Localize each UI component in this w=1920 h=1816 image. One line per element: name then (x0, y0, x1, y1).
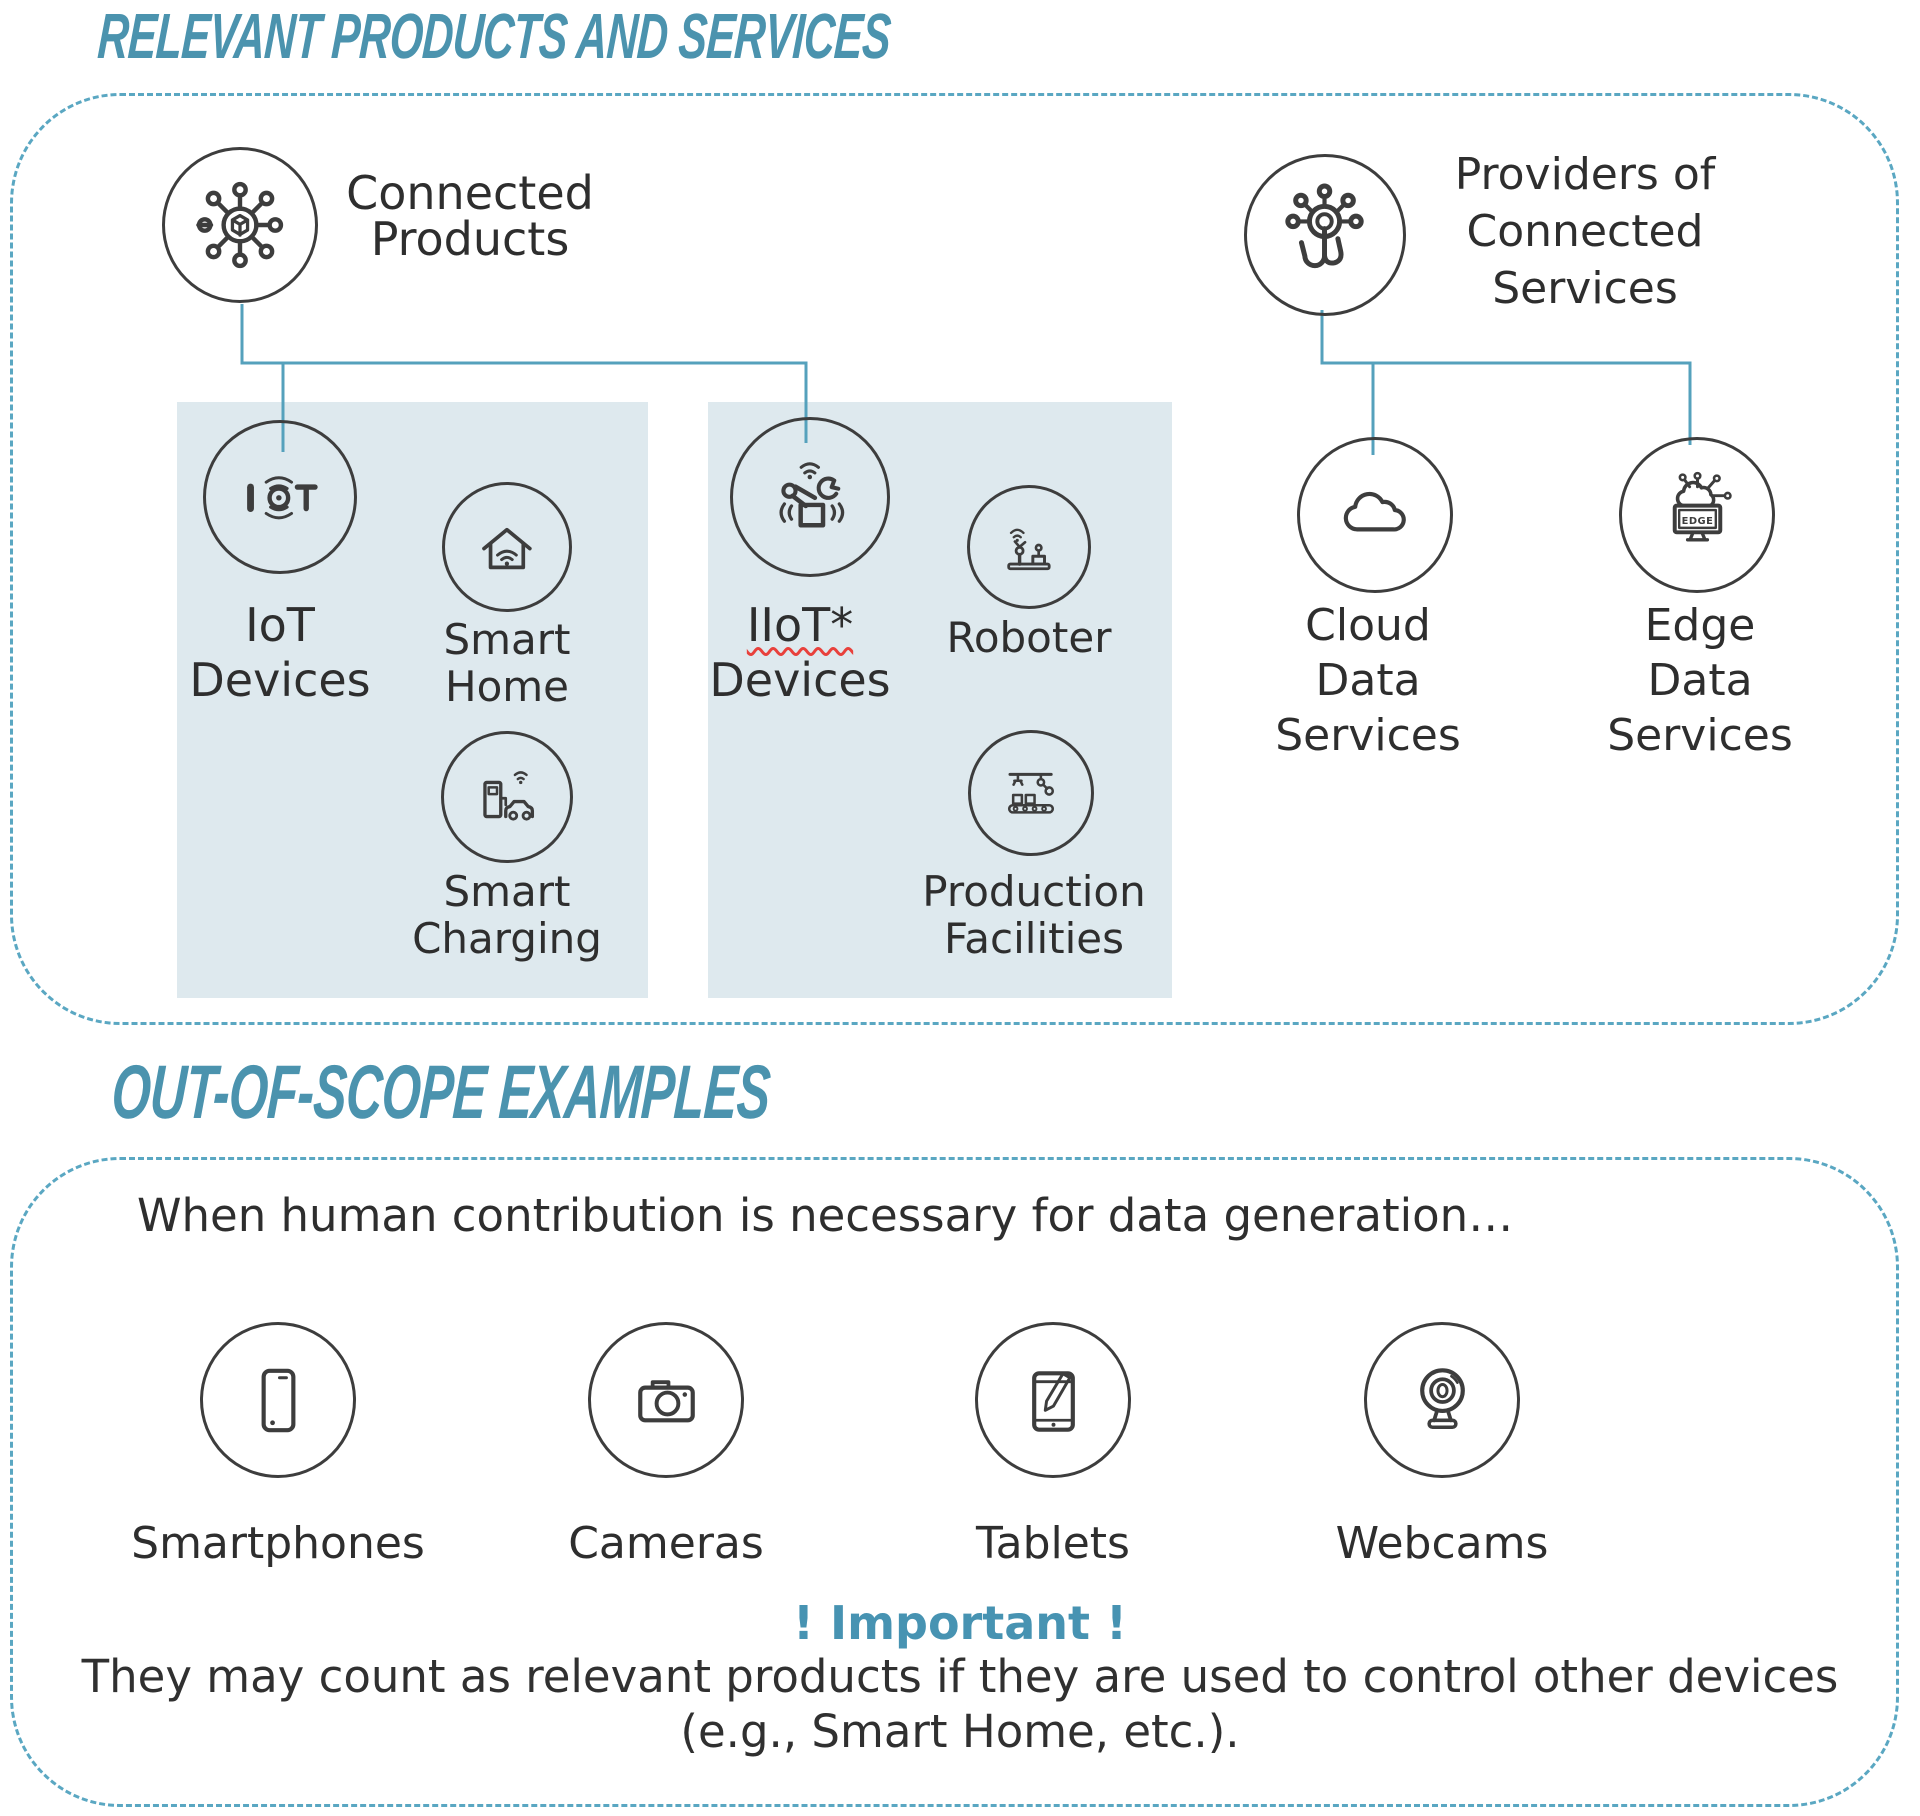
out-of-scope-intro: When human contribution is necessary for… (137, 1189, 1514, 1242)
connector-products (240, 304, 808, 443)
out-of-scope-panel (10, 1157, 1899, 1807)
label-line: Production (922, 867, 1146, 916)
iot-devices-node (203, 420, 357, 574)
important-note-line2: (e.g., Smart Home, etc.). (680, 1705, 1240, 1758)
label-line: Charging (412, 914, 602, 963)
label-line: Devices (189, 653, 371, 707)
smart-charging-label: Smart Charging (387, 868, 627, 962)
label-line: Services (1607, 710, 1793, 761)
label-line: Devices (709, 653, 891, 707)
label-line: Connected (1466, 206, 1704, 257)
tablets-node (975, 1322, 1131, 1478)
connected-products-label: Connected Products (330, 170, 610, 262)
label-line: Services (1492, 263, 1678, 314)
production-facilities-node (968, 730, 1094, 856)
smart-home-node (442, 482, 572, 612)
edge-data-services-label: Edge Data Services (1580, 598, 1820, 763)
iiot-devices-label: IIoT* Devices (690, 598, 910, 708)
tablets-label: Tablets (976, 1518, 1130, 1569)
label-line: Connected (346, 166, 594, 220)
label-line: Data (1315, 655, 1421, 706)
label-line: Products (370, 212, 570, 266)
providers-node (1244, 154, 1406, 316)
roboter-label: Roboter (919, 614, 1139, 661)
iiot-misspell-squiggle: IIoT* (746, 598, 854, 652)
label-line: IIoT* (690, 598, 910, 653)
label-line: Home (444, 662, 570, 711)
important-heading: ! Important ! (792, 1596, 1128, 1650)
label-line: IoT (245, 598, 315, 652)
label-line: Smart (443, 867, 571, 916)
production-facilities-label: Production Facilities (914, 868, 1154, 962)
cameras-node (588, 1322, 744, 1478)
edge-icon-text: EDGE (1681, 515, 1713, 526)
label-line: Providers of (1454, 149, 1716, 200)
label-line: Services (1275, 710, 1461, 761)
cameras-label: Cameras (568, 1518, 764, 1569)
webcams-label: Webcams (1335, 1518, 1549, 1569)
smartphones-node (200, 1322, 356, 1478)
iot-devices-label: IoT Devices (160, 598, 400, 708)
smartphones-label: Smartphones (131, 1518, 425, 1569)
label-line: Data (1647, 655, 1753, 706)
important-note-line1: They may count as relevant products if t… (81, 1650, 1839, 1703)
webcams-node (1364, 1322, 1520, 1478)
edge-data-services-node: EDGE (1619, 437, 1775, 593)
smart-home-label: Smart Home (397, 616, 617, 710)
connected-products-node (162, 147, 318, 303)
roboter-node (967, 485, 1091, 609)
iiot-devices-node (730, 417, 890, 577)
smart-charging-node (441, 731, 573, 863)
providers-label: Providers of Connected Services (1420, 146, 1750, 317)
connector-providers (1320, 310, 1692, 445)
label-line: Cloud (1305, 600, 1431, 651)
label-line: Smart (443, 615, 571, 664)
relevant-products-panel (10, 93, 1899, 1025)
label-line: Edge (1644, 600, 1756, 651)
cloud-data-services-node (1297, 437, 1453, 593)
cloud-data-services-label: Cloud Data Services (1248, 598, 1488, 763)
label-line: Facilities (944, 914, 1124, 963)
label-line: Roboter (946, 613, 1112, 662)
